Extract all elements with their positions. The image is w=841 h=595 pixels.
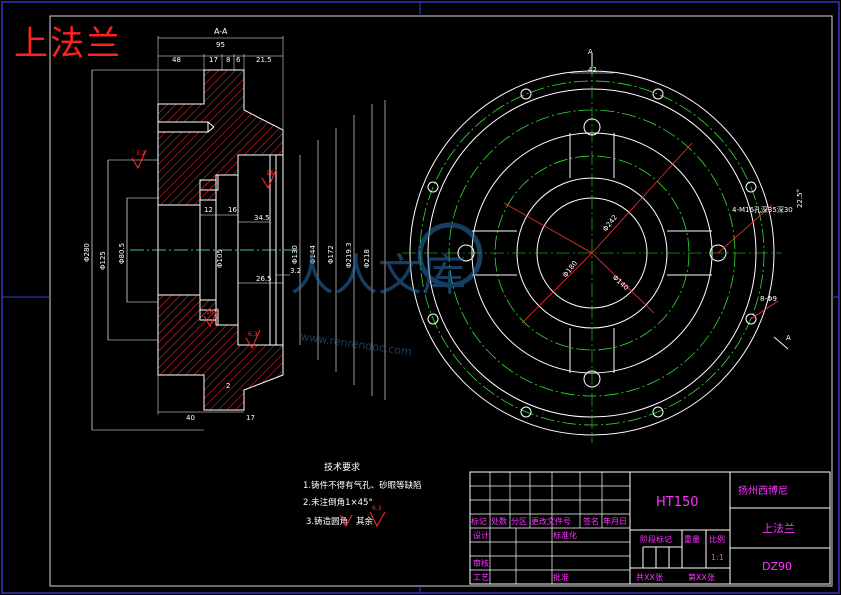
rev-header-4: 更改文件号 xyxy=(531,516,571,526)
view-label-bottom: A xyxy=(786,334,791,342)
tech-notes-heading: 技术要求 xyxy=(324,461,360,473)
rev-header-5: 签名 xyxy=(583,516,599,526)
title-block: 标记 处数 分区 更改文件号 签名 年月日 设计 标准化 审核 工艺 批准 HT… xyxy=(469,471,831,585)
dim-inner-d: 26.5 xyxy=(256,275,272,283)
roughness-rest: 6.3 xyxy=(372,505,382,512)
dim-inner-f: Φ105 xyxy=(216,249,224,268)
row-label-review: 审核 xyxy=(473,558,489,568)
company: 扬州西博尼 xyxy=(738,484,788,497)
dia-mid: Φ125 xyxy=(99,251,107,270)
drawing-no: DZ90 xyxy=(762,560,792,573)
dim-bottom-d2: 17 xyxy=(246,414,255,422)
tech-note-1: 1.铸件不得有气孔、砂眼等缺陷 xyxy=(303,480,422,491)
dim-inner-b: 16 xyxy=(228,206,237,214)
dim-bottom-d3: 2 xyxy=(226,382,230,390)
roughness-2: 16 xyxy=(266,170,274,177)
rev-header-1: 标记 xyxy=(471,516,487,526)
row-label-std: 标准化 xyxy=(553,530,577,540)
angle-note: 22.5° xyxy=(796,189,804,208)
watermark-text: 人人文库 xyxy=(290,250,466,301)
hole-note: 4-M16孔深35深30 xyxy=(732,205,793,214)
drawing-title: 上法兰 xyxy=(14,24,122,64)
sheet-no: 第XX张 xyxy=(688,572,715,582)
tech-note-2: 2.未注倒角1×45° xyxy=(303,497,373,508)
inner-frame xyxy=(49,15,833,587)
dia-right-2: Φ144 xyxy=(309,245,317,264)
d-label-3: Φ140 xyxy=(611,274,630,293)
roughness-3: 16 xyxy=(206,309,214,316)
dia-right-1: Φ130 xyxy=(291,245,299,264)
dia-right-4: Φ219.3 xyxy=(345,242,353,268)
dim-inner-a: 12 xyxy=(204,206,213,214)
rev-header-3: 分区 xyxy=(511,517,527,526)
d-label-2: Φ180 xyxy=(561,259,579,279)
dim-inner-c: 34.5 xyxy=(254,214,270,222)
b-note: 8-Φ9 xyxy=(760,295,777,303)
material: HT150 xyxy=(656,495,699,510)
section-view xyxy=(91,36,386,431)
dim-d2: 17 xyxy=(209,56,218,64)
dia-outer: Φ280 xyxy=(83,243,91,262)
watermark-url: www.renrendoc.com xyxy=(300,330,413,359)
dia-right-5: Φ218 xyxy=(363,249,371,268)
roughness-4: 6.3 xyxy=(248,331,258,338)
rev-header-2: 处数 xyxy=(491,516,507,526)
weight-label: 重量 xyxy=(684,534,700,544)
plan-view xyxy=(402,53,789,443)
part-name: 上法兰 xyxy=(762,521,795,535)
width-dim: 42 xyxy=(588,66,597,74)
dim-total: 95 xyxy=(216,41,225,49)
tech-note-3: 3.铸造圆角 xyxy=(306,516,348,527)
roughness-1: 3.2 xyxy=(136,150,146,157)
d-label-1: Φ242 xyxy=(601,213,619,233)
section-label: A-A xyxy=(214,27,228,36)
dim-d1: 48 xyxy=(172,56,181,64)
dim-d4: 6 xyxy=(236,56,241,64)
stage-label: 阶段标记 xyxy=(640,534,672,544)
scale-label: 比例 xyxy=(709,534,725,544)
row-label-design: 设计 xyxy=(473,530,489,540)
tech-notes: 技术要求 1.铸件不得有气孔、砂眼等缺陷 2.未注倒角1×45° 3.铸造圆角 … xyxy=(303,461,422,528)
dia-inner: Φ80.5 xyxy=(118,243,126,264)
dim-d5: 21.5 xyxy=(256,56,272,64)
rev-header-6: 年月日 xyxy=(603,516,627,526)
tech-note-4: 其余 xyxy=(356,516,374,527)
dim-bottom-d1: 40 xyxy=(186,414,195,422)
dim-inner-e: 3.2 xyxy=(290,267,301,275)
sheet-total: 共XX张 xyxy=(636,573,663,582)
dim-d3: 8 xyxy=(226,56,230,64)
dia-right-3: Φ172 xyxy=(327,245,335,264)
row-label-process: 工艺 xyxy=(473,573,489,582)
view-label-top: A xyxy=(588,48,593,56)
row-label-approve: 批准 xyxy=(553,572,569,582)
scale-value: 1:1 xyxy=(711,553,724,562)
